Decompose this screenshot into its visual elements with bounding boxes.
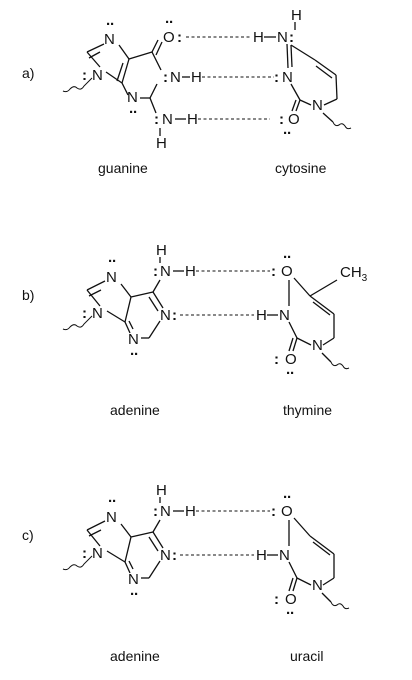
adenine-n9: N bbox=[92, 305, 103, 322]
uracil-h3: H bbox=[256, 547, 267, 564]
panel-a: a) N ·· N : N ·· N : bbox=[22, 7, 352, 176]
adenine-structure bbox=[62, 279, 164, 339]
panel-c-label: c) bbox=[22, 527, 34, 543]
guanine-label: guanine bbox=[98, 160, 148, 176]
guanine-n2: N bbox=[162, 111, 173, 128]
lone-pair: : bbox=[163, 69, 167, 86]
adenine-n7: N bbox=[106, 269, 117, 286]
thymine-structure bbox=[288, 277, 350, 370]
panel-c: c) H : N H N : N ·· N : N bbox=[22, 482, 350, 664]
guanine-n9: N bbox=[92, 67, 103, 84]
panel-b: b) H : N H N : N ·· N : N bbox=[22, 242, 368, 418]
thymine-ch3: CH3 bbox=[340, 264, 368, 284]
cytosine-structure bbox=[286, 43, 352, 130]
uracil-n1: N bbox=[312, 577, 323, 594]
lone-pair: : bbox=[274, 351, 278, 368]
lone-pair: ·· bbox=[165, 14, 173, 31]
lone-pair: : bbox=[82, 67, 86, 84]
adenine-n9: N bbox=[92, 545, 103, 562]
cytosine-sugar-attachment bbox=[332, 121, 352, 130]
guanine-n3: N bbox=[127, 89, 138, 106]
adenine-h6a: H bbox=[185, 263, 196, 280]
adenine-n3: N bbox=[128, 331, 139, 348]
lone-pair: ·· bbox=[130, 586, 138, 603]
thymine-sugar-attachment bbox=[330, 361, 350, 370]
cytosine-n1: N bbox=[312, 97, 323, 114]
uracil-label: uracil bbox=[290, 648, 323, 664]
adenine-h6b: H bbox=[156, 242, 167, 259]
lone-pair: : bbox=[177, 29, 181, 46]
lone-pair: ·· bbox=[283, 489, 291, 506]
guanine-n1: N bbox=[170, 69, 181, 86]
adenine-h6a: H bbox=[185, 503, 196, 520]
lone-pair: : bbox=[82, 545, 86, 562]
lone-pair: : bbox=[271, 263, 275, 280]
uracil-n3: N bbox=[279, 547, 290, 564]
lone-pair: ·· bbox=[130, 346, 138, 363]
thymine-n3: N bbox=[279, 307, 290, 324]
uracil-structure bbox=[288, 517, 350, 610]
lone-pair: : bbox=[82, 305, 86, 322]
lone-pair: ·· bbox=[106, 16, 114, 33]
lone-pair: ·· bbox=[283, 125, 291, 142]
cytosine-h4b: H bbox=[291, 7, 302, 24]
cytosine-h4a: H bbox=[253, 29, 264, 46]
panel-b-label: b) bbox=[22, 287, 34, 303]
thymine-h3: H bbox=[256, 307, 267, 324]
guanine-n7: N bbox=[104, 31, 115, 48]
lone-pair: : bbox=[154, 111, 158, 128]
guanine-sugar-attachment bbox=[62, 77, 93, 93]
lone-pair: ·· bbox=[286, 365, 294, 382]
cytosine-label: cytosine bbox=[275, 160, 327, 176]
adenine-sugar-attachment bbox=[62, 555, 93, 571]
thymine-label: thymine bbox=[283, 402, 332, 418]
thymine-n1: N bbox=[312, 337, 323, 354]
lone-pair: : bbox=[274, 69, 278, 86]
thymine-o4: O bbox=[281, 263, 293, 280]
uracil-sugar-attachment bbox=[330, 601, 350, 610]
guanine-structure bbox=[62, 39, 163, 136]
guanine-h2b: H bbox=[156, 135, 167, 152]
uracil-o4: O bbox=[281, 503, 293, 520]
lone-pair: : bbox=[289, 29, 293, 46]
lone-pair: : bbox=[172, 307, 176, 324]
lone-pair: : bbox=[279, 111, 283, 128]
lone-pair: : bbox=[274, 591, 278, 608]
lone-pair: ·· bbox=[108, 493, 116, 510]
lone-pair: : bbox=[153, 503, 157, 520]
lone-pair: : bbox=[271, 503, 275, 520]
adenine-n1: N bbox=[160, 547, 171, 564]
uracil-o2: O bbox=[285, 591, 297, 608]
cytosine-o2: O bbox=[288, 111, 300, 128]
lone-pair: : bbox=[172, 547, 176, 564]
adenine-n1: N bbox=[160, 307, 171, 324]
adenine-n6: N bbox=[160, 263, 171, 280]
adenine-structure bbox=[62, 519, 164, 579]
thymine-o2: O bbox=[285, 351, 297, 368]
lone-pair: ·· bbox=[108, 253, 116, 270]
cytosine-n3: N bbox=[282, 69, 293, 86]
cytosine-n4: N bbox=[277, 29, 288, 46]
guanine-o6: O bbox=[163, 29, 175, 46]
adenine-n6: N bbox=[160, 503, 171, 520]
adenine-label: adenine bbox=[110, 648, 160, 664]
panel-a-label: a) bbox=[22, 65, 34, 81]
adenine-n7: N bbox=[106, 509, 117, 526]
adenine-n3: N bbox=[128, 571, 139, 588]
lone-pair: ·· bbox=[129, 104, 137, 121]
adenine-label: adenine bbox=[110, 402, 160, 418]
adenine-h6b: H bbox=[156, 482, 167, 499]
guanine-h1: H bbox=[191, 69, 202, 86]
adenine-sugar-attachment bbox=[62, 315, 93, 331]
guanine-h2a: H bbox=[187, 111, 198, 128]
lone-pair: : bbox=[153, 263, 157, 280]
lone-pair: ·· bbox=[283, 249, 291, 266]
lone-pair: ·· bbox=[286, 605, 294, 622]
